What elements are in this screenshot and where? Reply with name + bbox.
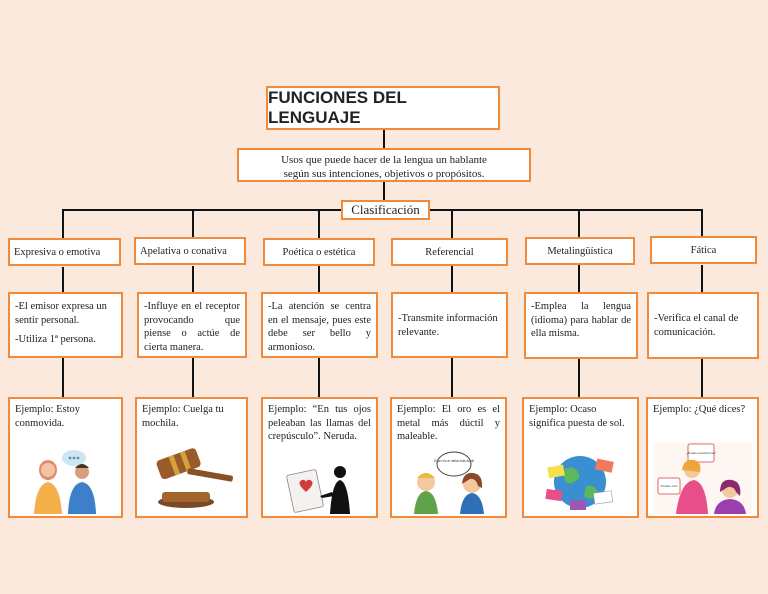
connector-desc-ex-2 [192, 357, 194, 398]
connector-desc-ex-5 [578, 359, 580, 398]
desc-poetica-1: -La atención se centra en el mensaje, pu… [268, 301, 371, 353]
connector-drop-5 [578, 209, 580, 239]
category-expresiva: Expresiva o emotiva [8, 238, 121, 266]
connector-title-usos [383, 130, 385, 148]
desc-metalinguistica: -Emplea la lengua (idioma) para hablar d… [524, 292, 638, 359]
connector-drop-2 [192, 209, 194, 239]
connector-desc-ex-3 [318, 358, 320, 398]
category-fatica: Fática [650, 236, 757, 264]
gavel-illustration [156, 448, 233, 508]
desc-poetica: -La atención se centra en el mensaje, pu… [261, 292, 378, 358]
example-apelativa-text: Ejemplo: Cuelga tu mochila. [142, 404, 224, 429]
clasificacion-box: Clasificación [341, 200, 430, 220]
kids-conversation-illustration: El oro es el metal más dúctil [414, 451, 484, 514]
desc-referencial: -Transmite información relevante. [391, 292, 508, 358]
example-expresiva-text: Ejemplo: Estoy conmovida. [15, 404, 81, 429]
connector-drop-4 [451, 209, 453, 239]
desc-fatica: -Verifica el canal de comunicación. [647, 292, 759, 359]
connector-cat-desc-2 [192, 266, 194, 293]
connector-drop-6 [701, 209, 703, 238]
desc-apelativa-1: -Influye en el receptor provocando que p… [144, 301, 240, 353]
category-metalinguistica: Metalingüística [525, 237, 635, 265]
love-letter-illustration [286, 466, 350, 514]
connector-drop-1 [62, 209, 64, 240]
desc-expresiva: -El emisor expresa un sentir personal. -… [8, 292, 123, 358]
connector-cat-desc-3 [318, 266, 320, 293]
sign-bottom-text: Puedes oírlo [661, 484, 678, 488]
desc-fatica-1: -Verifica el canal de comunicación. [654, 313, 739, 338]
connector-desc-ex-1 [62, 358, 64, 398]
connector-cat-desc-1 [62, 267, 64, 293]
category-referencial: Referencial [391, 238, 508, 266]
desc-apelativa: -Influye en el receptor provocando que p… [137, 292, 247, 358]
category-poetica: Poética o estética [263, 238, 375, 266]
people-talking-illustration [34, 450, 96, 514]
usos-line-2: según sus intenciones, objetivos o propó… [283, 168, 485, 180]
globe-languages-illustration [545, 456, 614, 510]
usos-box: Usos que puede hacer de la lengua un hab… [237, 148, 531, 182]
page-title: FUNCIONES DEL LENGUAJE [266, 86, 500, 130]
example-referencial: Ejemplo: El oro es el metal más dúctil y… [390, 397, 507, 518]
example-referencial-text: Ejemplo: El oro es el metal más dúctil y… [397, 404, 500, 442]
category-apelativa: Apelativa o conativa [134, 237, 246, 265]
example-poetica-text: Ejemplo: “En tus ojos peleaban las llama… [268, 404, 371, 442]
connector-cat-desc-4 [451, 266, 453, 293]
example-fatica-text: Ejemplo: ¿Qué dices? [653, 404, 746, 415]
example-metalinguistica-text: Ejemplo: Ocaso significa puesta de sol. [529, 404, 625, 429]
desc-metalinguistica-1: -Emplea la lengua (idioma) para hablar d… [531, 301, 631, 339]
connector-desc-ex-6 [701, 359, 703, 398]
connector-drop-3 [318, 209, 320, 239]
sign-top-text: ¿Puedo escucharme? [686, 451, 716, 455]
connector-desc-ex-4 [451, 358, 453, 398]
desc-expresiva-1: -El emisor expresa un sentir personal. [15, 301, 107, 326]
connector-cat-desc-5 [578, 265, 580, 293]
connector-cat-desc-6 [701, 265, 703, 293]
desc-expresiva-2: -Utiliza 1ª persona. [15, 334, 96, 345]
speech-bubble-text: El oro es el metal más dúctil [434, 459, 474, 463]
phatic-signs-illustration: ¿Puedo escucharme? Puedes oírlo [654, 442, 752, 514]
usos-line-1: Usos que puede hacer de la lengua un hab… [281, 154, 487, 166]
connector-usos-clasif [383, 182, 385, 200]
desc-referencial-1: -Transmite información relevante. [398, 313, 498, 338]
